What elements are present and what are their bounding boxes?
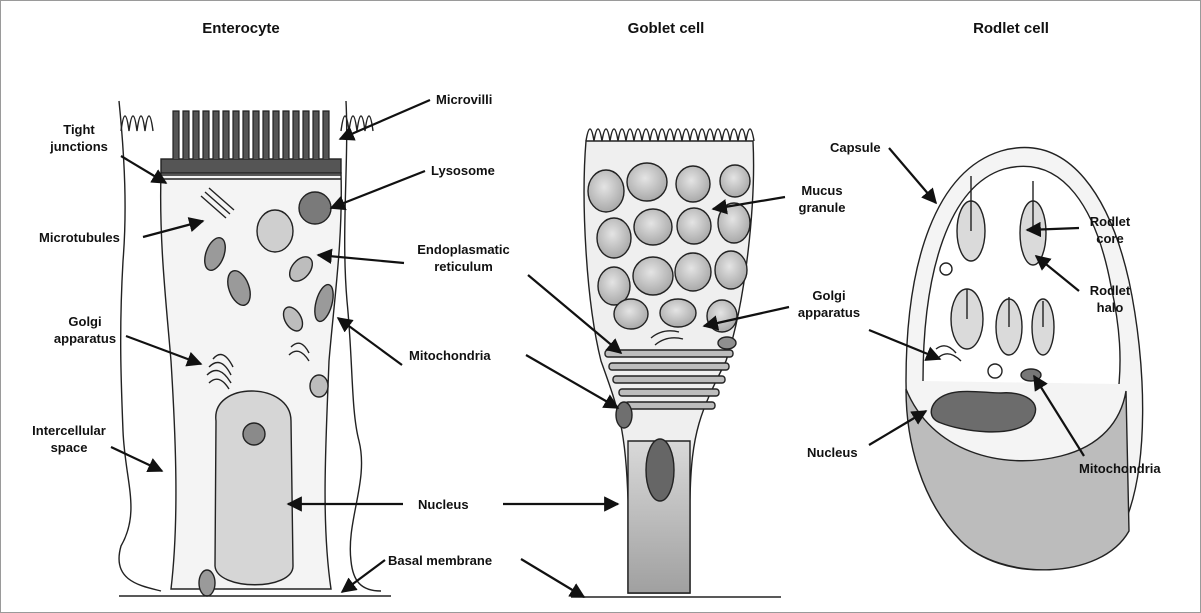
rodlet-drawing — [906, 148, 1143, 570]
enterocyte-microvilli — [173, 111, 329, 159]
nucleus-right-label: Nucleus — [807, 444, 858, 461]
rodlet-halo-label: Rodlet halo — [1080, 282, 1140, 316]
goblet-drawing — [571, 129, 781, 597]
enterocyte-title: Enterocyte — [181, 20, 301, 37]
capsule-label: Capsule — [830, 139, 881, 156]
microvilli-label: Microvilli — [436, 91, 492, 108]
lysosome-label: Lysosome — [431, 162, 495, 179]
rodlet-core-label: Rodlet core — [1080, 213, 1140, 247]
intercellular-space-label: Intercellular space — [21, 422, 117, 456]
nucleus-middle-label: Nucleus — [418, 496, 469, 513]
mitochondria-middle-label: Mitochondria — [409, 347, 491, 364]
rodlet-cell-title: Rodlet cell — [951, 20, 1071, 37]
tight-junctions-label: Tight junctions — [41, 121, 117, 155]
basal-membrane-label: Basal membrane — [388, 552, 492, 569]
goblet-cell-title: Goblet cell — [606, 20, 726, 37]
mitochondria-right-label: Mitochondria — [1079, 460, 1161, 477]
golgi-apparatus-left-label: Golgi apparatus — [47, 313, 123, 347]
microtubules-label: Microtubules — [39, 229, 120, 246]
endoplasmatic-reticulum-label: Endoplasmatic reticulum — [401, 241, 526, 275]
mucus-granule-label: Mucus granule — [787, 182, 857, 216]
golgi-apparatus-right-label: Golgi apparatus — [791, 287, 867, 321]
